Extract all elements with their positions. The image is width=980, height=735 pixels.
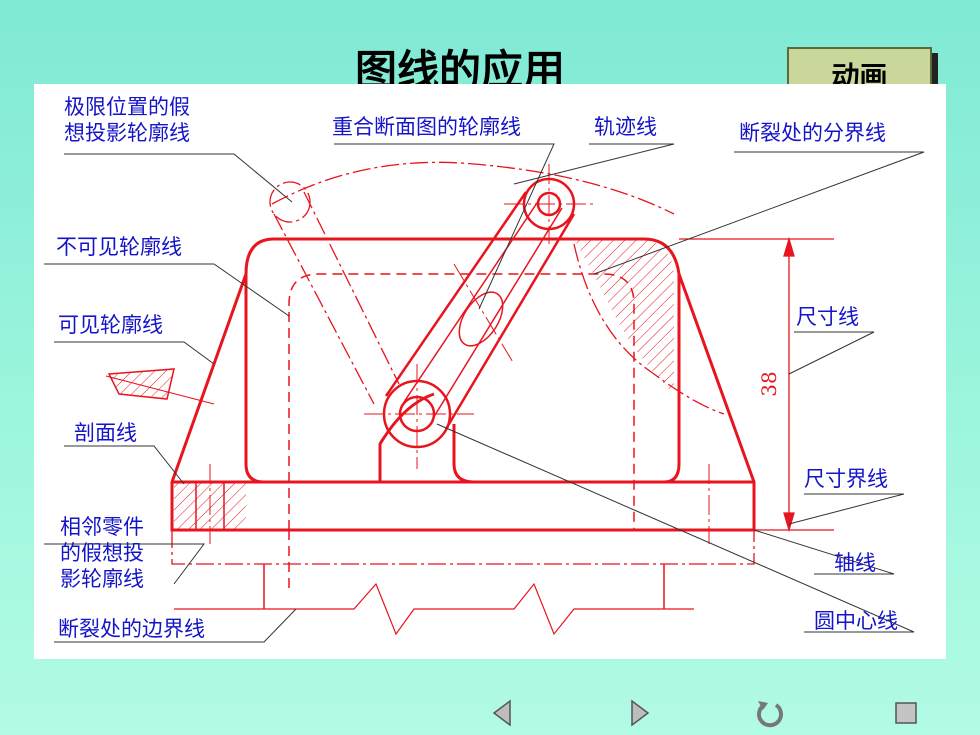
part-outline [170, 237, 756, 532]
engineering-drawing: 38 [44, 143, 925, 643]
label-visible-outline: 可见轮廓线 [58, 313, 163, 337]
label-center-line: 圆中心线 [814, 609, 898, 633]
dimension-38 [679, 236, 834, 533]
center-lines [209, 164, 710, 544]
phantom-lines [171, 161, 755, 565]
prev-triangle-icon[interactable] [484, 695, 520, 731]
label-axis-line: 轴线 [834, 551, 876, 575]
next-triangle-icon[interactable] [622, 695, 658, 731]
label-break-boundary-right: 断裂处的分界线 [739, 121, 886, 145]
label-hidden-outline: 不可见轮廓线 [56, 235, 182, 259]
leader-lines [44, 143, 925, 643]
hidden-lines [288, 273, 635, 594]
drawing-panel: 38 极限位置的假 想投影轮廓线 重合断面图的轮廓线 轨迹线 断裂处的分界线 不… [34, 84, 946, 659]
label-dimension-line: 尺寸线 [796, 305, 859, 329]
replay-icon[interactable] [752, 695, 788, 731]
dimension-value: 38 [757, 371, 781, 396]
label-adjacent-part-1: 相邻零件 [60, 515, 144, 539]
label-adjacent-part-3: 影轮廓线 [60, 567, 144, 591]
label-adjacent-part-2: 的假想投 [60, 541, 144, 565]
label-trajectory: 轨迹线 [594, 115, 657, 139]
label-limit-position-1: 极限位置的假 [64, 95, 190, 119]
label-section-line: 剖面线 [74, 421, 137, 445]
label-extension-line: 尺寸界线 [804, 467, 888, 491]
label-limit-position-2: 想投影轮廓线 [64, 121, 190, 145]
adjacent-part [105, 375, 694, 636]
section-hatching [107, 239, 674, 530]
label-coincident-section: 重合断面图的轮廓线 [332, 115, 521, 139]
label-break-boundary-left: 断裂处的边界线 [58, 617, 205, 641]
stop-square-icon[interactable] [888, 695, 924, 731]
